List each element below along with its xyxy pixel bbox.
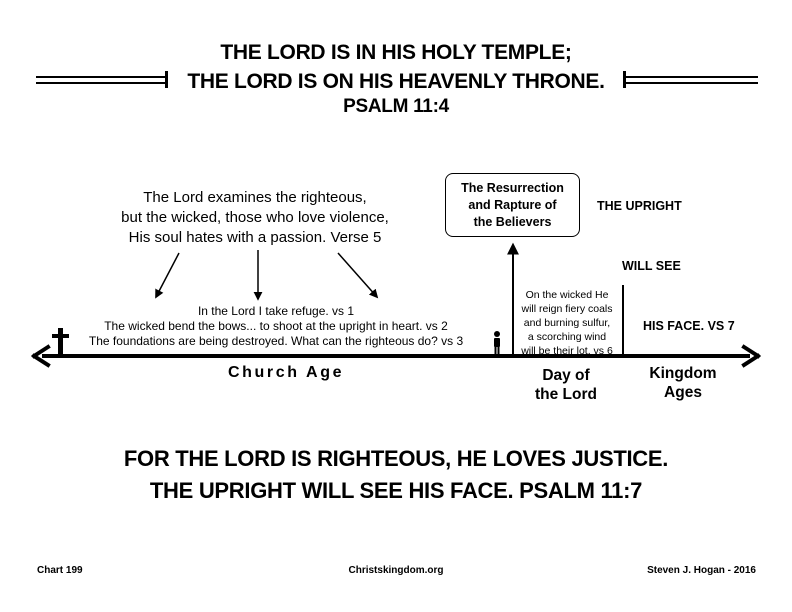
will-see-label: WILL SEE <box>622 259 681 273</box>
timeline-arrow-right <box>741 344 761 368</box>
kingdom-line-1: Kingdom <box>649 365 717 382</box>
wicked-line-5: will be their lot. vs 6 <box>521 345 613 357</box>
timeline-arrow-left <box>31 344 51 368</box>
statement-line-1: FOR THE LORD IS RIGHTEOUS, HE LOVES JUST… <box>123 446 669 471</box>
rapture-line-1: The Resurrection <box>461 181 564 195</box>
right-double-rule-lower <box>623 82 758 84</box>
his-face-label: HIS FACE. VS 7 <box>643 319 735 333</box>
kingdom-line-2: Ages <box>664 384 702 401</box>
refuge-line-3: The foundations are being destroyed. Wha… <box>88 334 464 348</box>
wicked-line-4: a scorching wind <box>527 331 607 343</box>
church-age-label: Church Age <box>228 364 345 381</box>
title-line-1: THE LORD IS IN HIS HOLY TEMPLE; <box>220 41 572 64</box>
chart-number: Chart 199 <box>37 565 83 576</box>
kingdom-ages-label: Kingdom Ages <box>633 364 733 402</box>
left-rule-end-tick <box>165 71 168 88</box>
rapture-line-3: the Believers <box>473 215 552 229</box>
examine-text: The Lord examines the righteous, but the… <box>95 188 415 248</box>
day-line-1: Day of <box>542 367 590 384</box>
examine-line-1: The Lord examines the righteous, <box>143 189 367 206</box>
left-double-rule <box>36 76 168 78</box>
author-credit: Steven J. Hogan - 2016 <box>647 565 756 576</box>
right-rule-end-tick <box>623 71 626 88</box>
upright-label: THE UPRIGHT <box>597 199 682 213</box>
refuge-verses: In the Lord I take refuge. vs 1 The wick… <box>60 304 492 349</box>
wicked-line-3: and burning sulfur, <box>523 317 611 329</box>
title-line-2: THE LORD IS ON HIS HEAVENLY THRONE. <box>187 70 605 93</box>
website: Christskingdom.org <box>348 565 444 576</box>
examine-arrow-right <box>337 252 379 299</box>
day-of-the-lord-label: Day of the Lord <box>516 366 616 404</box>
person-icon <box>494 331 500 354</box>
examine-line-2: but the wicked, those who love violence, <box>121 209 389 226</box>
refuge-line-2: The wicked bend the bows... to shoot at … <box>104 319 448 333</box>
cross-icon <box>52 328 69 355</box>
left-double-rule-lower <box>36 82 168 84</box>
right-double-rule <box>623 76 758 78</box>
wicked-note: On the wicked He will reign fiery coals … <box>512 288 622 358</box>
rapture-box: The Resurrection and Rapture of the Beli… <box>445 173 580 237</box>
day-line-2: the Lord <box>535 386 597 403</box>
examine-arrow-left <box>155 252 180 299</box>
refuge-line-1: In the Lord I take refuge. vs 1 <box>197 304 355 318</box>
wicked-line-2: will reign fiery coals <box>521 303 613 315</box>
title-reference: PSALM 11:4 <box>343 96 449 117</box>
wicked-line-1: On the wicked He <box>525 289 609 301</box>
examine-line-3: His soul hates with a passion. Verse 5 <box>128 229 382 246</box>
statement-line-2: THE UPRIGHT WILL SEE HIS FACE. PSALM 11:… <box>149 478 643 503</box>
rapture-line-2: and Rapture of <box>468 198 557 212</box>
